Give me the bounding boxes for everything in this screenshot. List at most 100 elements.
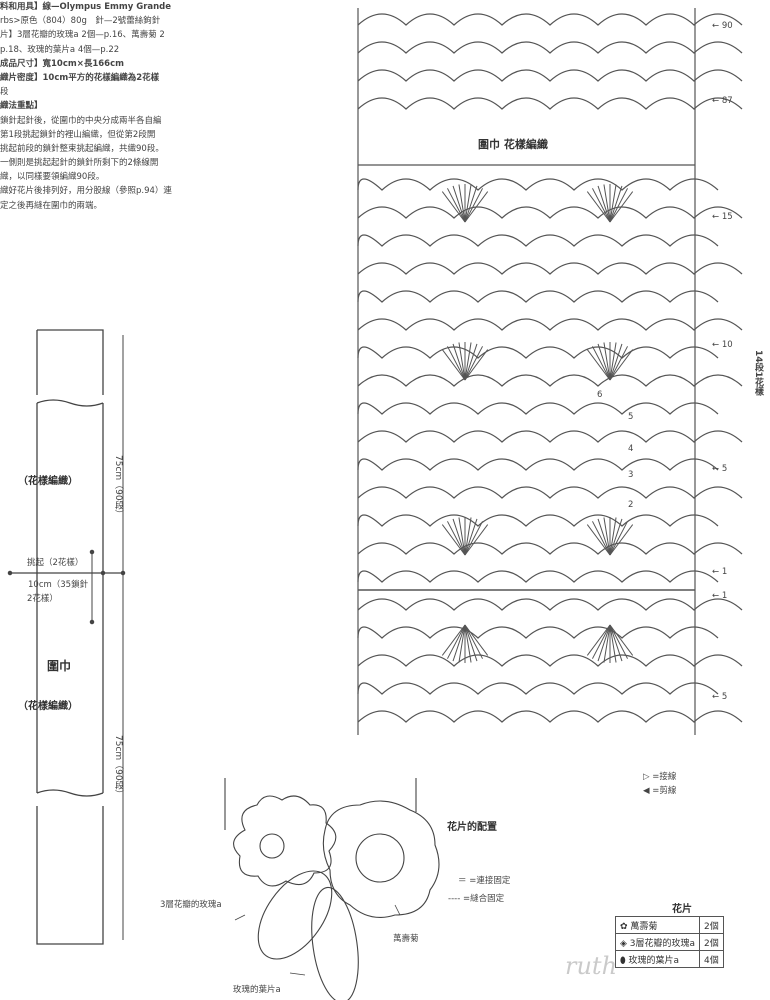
stitch-fan: [458, 624, 466, 663]
stitch-fan: [603, 517, 611, 556]
stitch-fan: [592, 188, 611, 223]
stitch-fan: [464, 188, 483, 223]
stitch-fan: [441, 524, 466, 556]
stitch-fan: [609, 342, 617, 381]
stitch-fan: [464, 624, 472, 663]
row-label: ← 5: [712, 692, 728, 702]
instruction-line: p.18、玫瑰的葉片a 4個—p.22: [0, 44, 120, 55]
stitch-fan: [441, 191, 466, 223]
chain-arch-row: [357, 542, 743, 555]
stitch-fan: [447, 346, 466, 381]
chain-arch-row: [357, 290, 719, 303]
stitch-fan: [464, 346, 483, 381]
row-label: ← 10: [712, 340, 733, 350]
leaf-motif: [257, 870, 333, 960]
stitch-fan: [464, 185, 478, 223]
chain-arch-row: [357, 97, 743, 110]
instruction-line: 成品尺寸】寬10cm×長166cm: [0, 58, 124, 69]
watermark: ruth: [565, 952, 618, 980]
stitch-fan: [447, 624, 466, 659]
lower-section-label: （花樣編織）: [18, 701, 78, 712]
chain-arch-row: [357, 69, 743, 82]
stitch-fan: [458, 342, 466, 381]
inner-number: 6: [597, 390, 603, 400]
pieces-title: 花片: [672, 904, 692, 915]
stitch-fan: [458, 517, 466, 556]
instruction-line: 第1段挑起鎖針的裡山編織，但從第2段開: [0, 129, 156, 140]
stitch-fan: [447, 521, 466, 556]
inner-number: 5: [628, 412, 634, 422]
chart-border: [357, 8, 696, 735]
rose-motif: [233, 795, 337, 887]
stitch-fan: [452, 343, 466, 381]
stitch-fan: [586, 524, 611, 556]
row-label: ← 15: [712, 212, 733, 222]
stitch-fan: [586, 349, 611, 381]
scarf-wave-top: [36, 399, 104, 407]
stitch-fan: [609, 343, 623, 381]
stitch-fan: [464, 624, 489, 656]
stitch-fan: [603, 184, 611, 223]
stitch-fan: [464, 521, 483, 556]
stitch-fan: [447, 188, 466, 223]
instruction-line: 段: [0, 87, 9, 98]
chain-arch-row: [357, 206, 743, 219]
instruction-line: 織，以同樣要領編織90段。: [0, 172, 105, 183]
row-label: ← 90: [712, 21, 733, 31]
instruction-line: 一側則是挑起起針的鎖針所剩下的2條線開: [0, 158, 159, 169]
legend-connect: ＝ =連接固定: [458, 876, 511, 886]
stitch-fan: [452, 624, 466, 662]
chain-arch-row: [357, 13, 743, 26]
stitch-fan: [464, 184, 472, 223]
legend-cut: ◀ =剪線: [643, 786, 677, 796]
stitch-fan: [464, 624, 483, 659]
instruction-line: 織法重點】: [0, 101, 43, 112]
upper-section-label: （花樣編織）: [18, 476, 78, 487]
lower-length-label: 75cm（90段）: [113, 735, 123, 799]
chain-arch-row: [357, 514, 719, 527]
stitch-fan: [609, 521, 628, 556]
stitch-fan: [452, 518, 466, 556]
stitch-fan: [609, 185, 623, 223]
stitch-fan: [597, 624, 611, 662]
stitch-fan: [464, 524, 489, 556]
stitch-fan: [597, 518, 611, 556]
motif-layout: [224, 778, 440, 1000]
chain-arch-row: [357, 262, 743, 275]
stitch-fan: [609, 517, 617, 556]
stitch-fan: [441, 349, 466, 381]
scarf-wave-bottom: [36, 789, 104, 797]
width-label-2: 2花樣）: [27, 594, 58, 604]
leaf-label: 玫瑰的葉片a: [233, 985, 281, 995]
pickup-label: 挑起（2花樣）: [27, 558, 84, 568]
scarf-schematic: [7, 329, 126, 945]
chain-arch-row: [357, 626, 719, 639]
stitch-fan: [603, 342, 611, 381]
stitch-fan: [592, 624, 611, 659]
instruction-line: 鎖針起針後，從圍巾的中央分成兩半各自編: [0, 115, 162, 126]
stitch-fan: [464, 342, 472, 381]
stitch-fan: [609, 346, 628, 381]
chain-arch-row: [357, 598, 743, 611]
stitch-fan: [609, 524, 634, 556]
chain-arch-row: [357, 654, 743, 667]
stitch-fan: [609, 349, 634, 381]
stitch-fan: [597, 185, 611, 223]
scarf-top-end: [36, 329, 104, 395]
instruction-line: 織好花片後排列好，用分股線（參照p.94）連: [0, 186, 172, 197]
crochet-chart: [357, 8, 743, 735]
stitch-fan: [458, 184, 466, 223]
stitch-fan: [441, 624, 466, 656]
stitch-fan: [609, 624, 617, 663]
inner-number: 2: [628, 500, 634, 510]
chain-arch-row: [357, 486, 743, 499]
repeat-label: 14段1花樣: [753, 350, 763, 396]
row-label: ← 1: [712, 591, 728, 601]
instruction-line: 料和用具】線—Olympus Emmy Grande: [0, 2, 172, 12]
chain-arch-row: [357, 458, 719, 471]
stitch-fan: [603, 624, 611, 663]
